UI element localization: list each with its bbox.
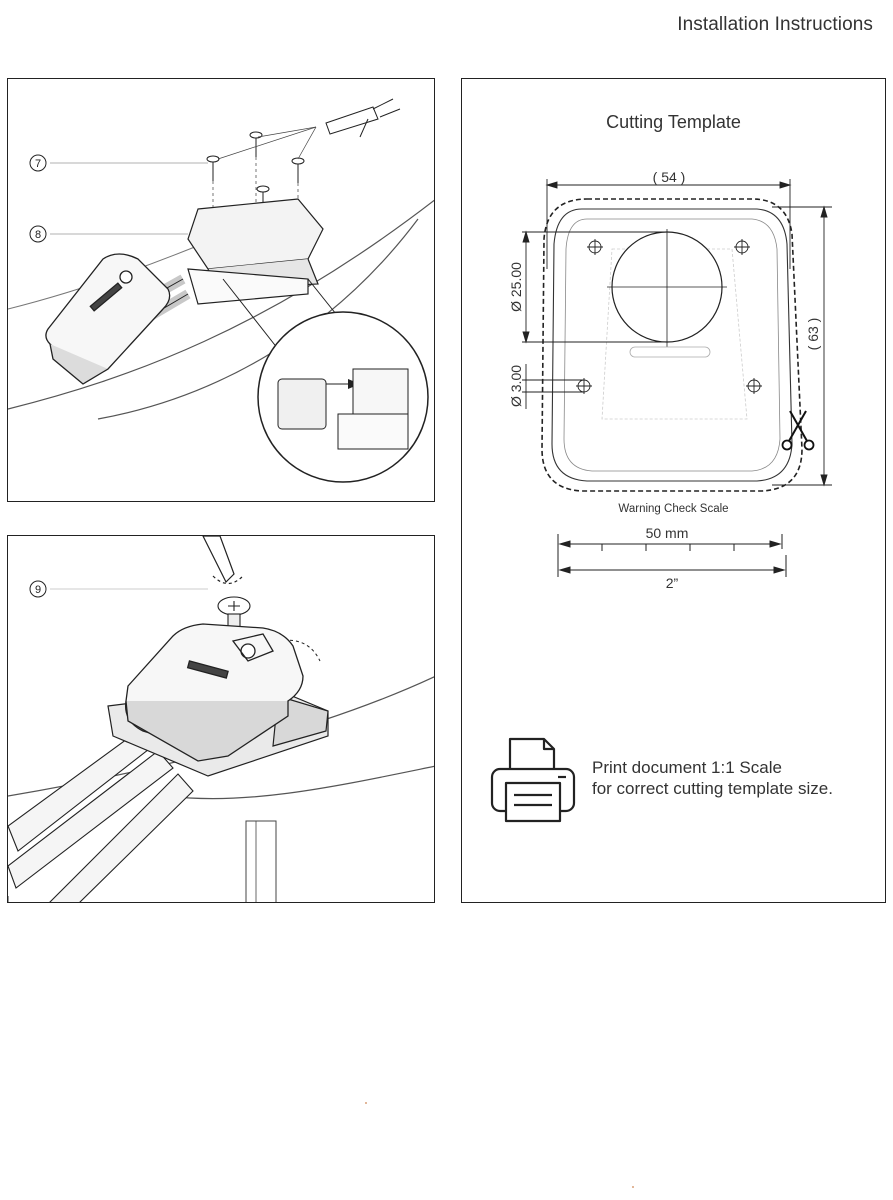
scan-speck xyxy=(632,1186,634,1188)
detail-zoom xyxy=(222,278,429,483)
imperial-scale-bar xyxy=(558,555,787,577)
screw-icon xyxy=(206,131,305,211)
template-title: Cutting Template xyxy=(606,112,741,132)
cover-module xyxy=(45,253,171,385)
step-8-illustration-panel: 7 8 xyxy=(7,78,435,502)
small-hole-dimension: Ø 3.00 xyxy=(508,364,584,409)
scale-imperial-label: 2” xyxy=(665,575,679,591)
sealant-gun-icon xyxy=(217,98,401,160)
svg-text:8: 8 xyxy=(35,229,41,241)
step-9-drawing: 9 xyxy=(8,536,434,902)
large-hole xyxy=(607,229,727,358)
screwdriver-icon xyxy=(202,536,244,585)
page-title: Installation Instructions xyxy=(677,14,873,35)
warning-check-scale-label: Warning Check Scale xyxy=(618,503,729,515)
cover-module xyxy=(124,623,304,762)
callout-9: 9 xyxy=(29,580,208,598)
step-9-illustration-panel: 9 xyxy=(7,535,435,903)
cutting-template-panel: Cutting Template ( 54 ) ( 63 ) xyxy=(461,78,886,903)
printer-icon xyxy=(490,737,576,823)
print-note-line-1: Print document 1:1 Scale xyxy=(592,758,782,777)
step-8-drawing: 7 8 xyxy=(8,98,434,483)
print-note-line-2: for correct cutting template size. xyxy=(592,779,833,798)
svg-text:Ø 25.00: Ø 25.00 xyxy=(508,262,524,312)
svg-text:( 63 ): ( 63 ) xyxy=(805,318,821,351)
large-hole-dimension: Ø 25.00 xyxy=(508,230,667,344)
scale-metric-label: 50 mm xyxy=(645,525,689,541)
svg-text:Ø 3.00: Ø 3.00 xyxy=(508,365,524,407)
print-note: Print document 1:1 Scale for correct cut… xyxy=(592,757,833,799)
svg-text:( 54 ): ( 54 ) xyxy=(653,169,686,185)
template-drawing: ( 54 ) ( 63 ) xyxy=(490,169,832,823)
mounting-holes xyxy=(576,239,762,394)
height-dimension: ( 63 ) xyxy=(772,205,832,487)
width-dimension: ( 54 ) xyxy=(545,169,792,269)
svg-text:7: 7 xyxy=(35,158,41,170)
callout-8: 8 xyxy=(29,225,188,243)
svg-text:9: 9 xyxy=(35,584,41,596)
cut-outline xyxy=(541,198,803,492)
callout-7: 7 xyxy=(29,154,208,172)
scissors-icon xyxy=(781,410,815,451)
scan-speck xyxy=(365,1102,367,1104)
metric-scale-bar xyxy=(557,534,783,577)
